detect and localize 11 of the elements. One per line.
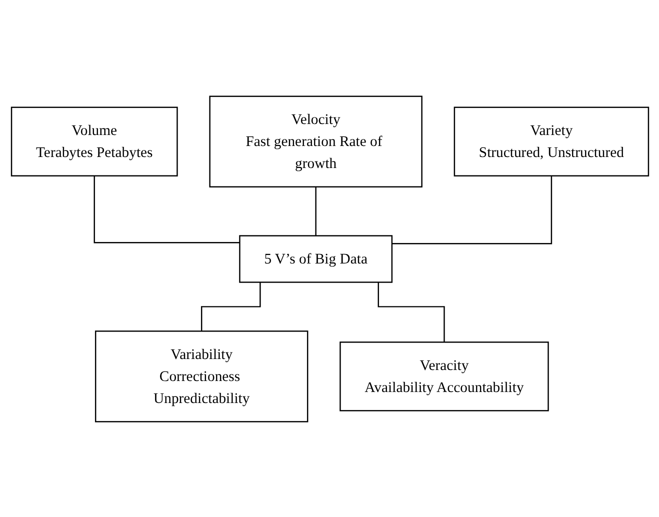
- connector: [93, 175, 240, 243]
- node-box: Variability Correctioness Unpredictability: [94, 330, 308, 422]
- node-box: Volume Terabytes Petabytes: [10, 106, 178, 176]
- node-box: 5 V’s of Big Data: [238, 234, 392, 282]
- connector: [200, 282, 260, 332]
- connector: [391, 175, 552, 244]
- connector: [377, 282, 444, 342]
- node-box: Velocity Fast generation Rate of growth: [208, 95, 422, 187]
- node-box: Veracity Availability Accountability: [339, 341, 548, 411]
- node-box: Variety Structured, Unstructured: [453, 106, 649, 176]
- connector: [314, 186, 316, 236]
